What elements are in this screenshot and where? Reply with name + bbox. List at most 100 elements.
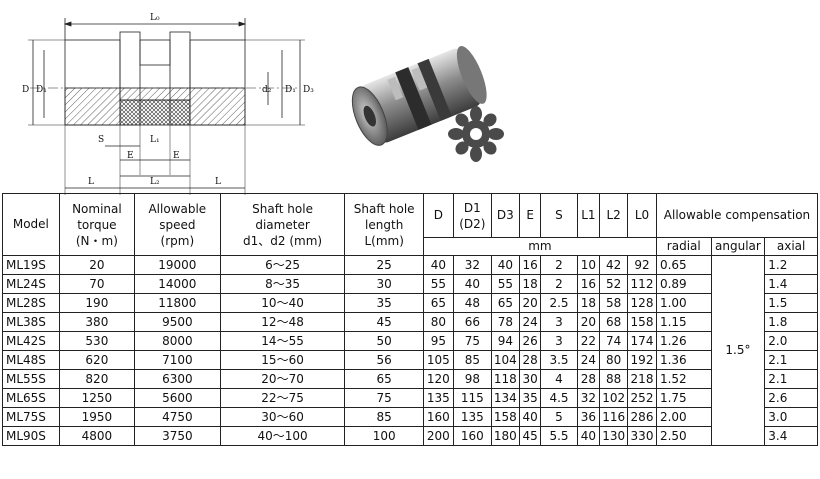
cell-S: 2.5 (540, 293, 578, 313)
cell-L2: 52 (599, 274, 629, 294)
header-torque-line3: (N・m) (75, 233, 118, 248)
cell-diameter: 8～35 (219, 274, 346, 294)
cell-diameter: 22～75 (219, 388, 346, 408)
cell-model: ML75S (2, 407, 60, 427)
cell-length: 35 (344, 293, 424, 313)
cell-axial: 3.4 (764, 426, 818, 446)
cell-D1: 40 (452, 274, 492, 294)
cell-D3: 78 (490, 312, 520, 332)
cell-L2: 102 (599, 388, 629, 408)
cell-L2: 74 (599, 331, 629, 351)
cell-model: ML38S (2, 312, 60, 332)
header-unit-mm: mm (422, 237, 657, 256)
dim-E-left: E (127, 151, 134, 161)
cell-model: ML55S (2, 369, 60, 389)
header-L2: L2 (599, 193, 629, 238)
cell-angular: 1.5° (710, 255, 766, 446)
header-model: Model (2, 193, 60, 256)
cell-E: 35 (518, 388, 542, 408)
dim-L0: L₀ (150, 13, 160, 23)
dim-L2: L₂ (150, 177, 160, 187)
cell-model: ML42S (2, 331, 60, 351)
header-shaft-length: Shaft hole length L(mm) (344, 193, 424, 256)
cell-speed: 8000 (134, 331, 221, 351)
header-S: S (540, 193, 578, 238)
header-L1: L1 (576, 193, 601, 238)
cell-radial: 2.50 (655, 426, 712, 446)
cell-L1: 36 (576, 407, 601, 427)
cell-D1: 135 (452, 407, 492, 427)
cell-S: 2 (540, 255, 578, 275)
cell-L1: 20 (576, 312, 601, 332)
cell-L1: 28 (576, 369, 601, 389)
cell-length: 75 (344, 388, 424, 408)
cell-diameter: 40～100 (219, 426, 346, 446)
cell-D3: 55 (490, 274, 520, 294)
cell-E: 40 (518, 407, 542, 427)
cell-S: 3 (540, 331, 578, 351)
cell-L1: 22 (576, 331, 601, 351)
cell-axial: 3.0 (764, 407, 818, 427)
cell-D1: 75 (452, 331, 492, 351)
cell-torque: 190 (58, 293, 136, 313)
cell-length: 85 (344, 407, 424, 427)
cell-torque: 620 (58, 350, 136, 370)
cell-E: 18 (518, 274, 542, 294)
cell-D: 120 (422, 369, 454, 389)
cell-diameter: 14～55 (219, 331, 346, 351)
header-axial: axial (764, 237, 818, 256)
cell-L2: 116 (599, 407, 629, 427)
cell-L2: 42 (599, 255, 629, 275)
header-shaft-diameter-line1: Shaft hole (252, 201, 313, 216)
header-torque: Nominal torque (N・m) (58, 193, 136, 256)
cell-D: 65 (422, 293, 454, 313)
cell-L2: 88 (599, 369, 629, 389)
cell-model: ML65S (2, 388, 60, 408)
header-angular: angular (710, 237, 766, 256)
coupling-spec-table: Model Nominal torque (N・m) Allowable spe… (2, 193, 819, 446)
cell-L1: 24 (576, 350, 601, 370)
cell-axial: 2.6 (764, 388, 818, 408)
cell-S: 4.5 (540, 388, 578, 408)
header-speed-line1: Allowable (148, 201, 207, 216)
cell-radial: 0.65 (655, 255, 712, 275)
header-shaft-diameter: Shaft hole diameter d1、d2 (mm) (219, 193, 346, 256)
cell-length: 45 (344, 312, 424, 332)
cell-axial: 1.5 (764, 293, 818, 313)
header-D1-line2: (D2) (459, 216, 486, 231)
cell-radial: 1.26 (655, 331, 712, 351)
spider-elastomer-icon (448, 106, 504, 162)
header-radial: radial (655, 237, 712, 256)
cell-speed: 4750 (134, 407, 221, 427)
cell-axial: 1.4 (764, 274, 818, 294)
cell-E: 20 (518, 293, 542, 313)
cell-radial: 1.15 (655, 312, 712, 332)
cell-L0: 92 (627, 255, 657, 275)
header-shaft-diameter-line3: d1、d2 (mm) (243, 233, 323, 248)
cell-speed: 14000 (134, 274, 221, 294)
cell-S: 3 (540, 312, 578, 332)
cell-axial: 1.2 (764, 255, 818, 275)
cell-model: ML24S (2, 274, 60, 294)
cell-speed: 19000 (134, 255, 221, 275)
cell-D1: 115 (452, 388, 492, 408)
coupling-product-image (351, 45, 504, 162)
header-shaft-diameter-line2: diameter (255, 217, 310, 232)
header-speed: Allowable speed (rpm) (134, 193, 221, 256)
cell-D3: 65 (490, 293, 520, 313)
dim-L1: L₁ (150, 135, 160, 145)
header-shaft-length-line2: length (365, 217, 404, 232)
cell-D: 55 (422, 274, 454, 294)
cell-speed: 7100 (134, 350, 221, 370)
cell-radial: 1.00 (655, 293, 712, 313)
cell-torque: 1250 (58, 388, 136, 408)
cell-D: 135 (422, 388, 454, 408)
cell-radial: 2.00 (655, 407, 712, 427)
